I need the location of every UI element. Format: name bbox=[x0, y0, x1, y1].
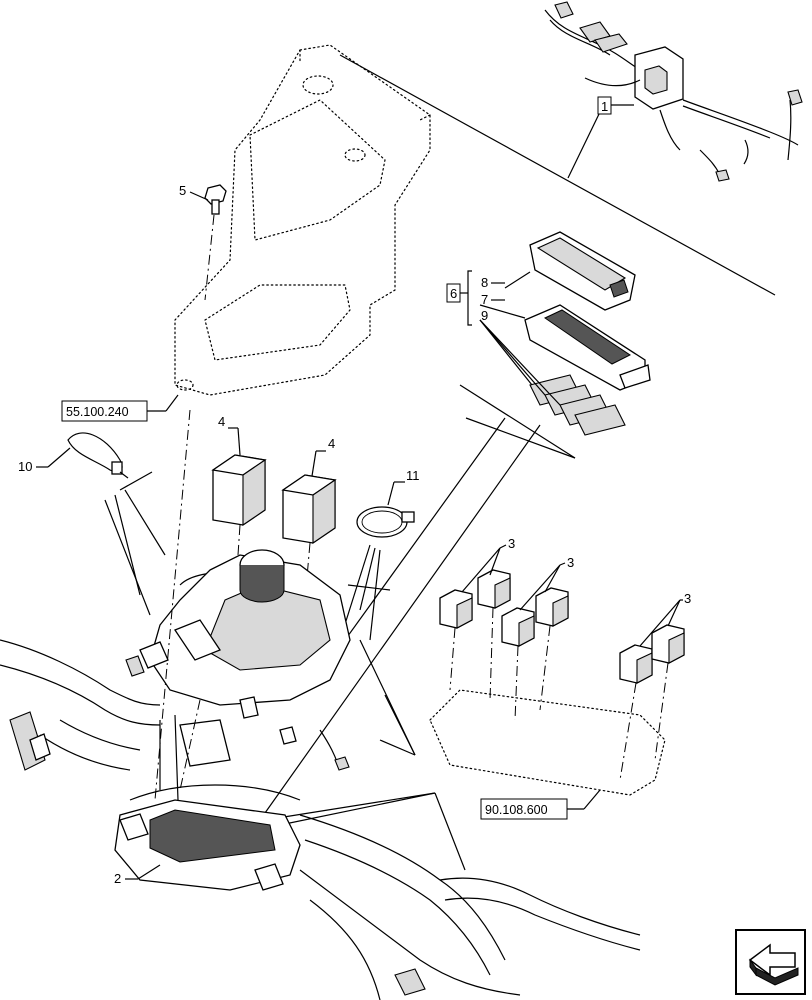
callout-5-text: 5 bbox=[179, 183, 186, 198]
callout-group-6: 6 8 7 9 bbox=[446, 270, 505, 326]
cable-tie-10 bbox=[67, 432, 129, 479]
fuse-box-cover bbox=[529, 231, 636, 311]
callout-3-left: 3 bbox=[499, 536, 515, 551]
cable-tie-11 bbox=[356, 506, 415, 538]
reference-upper-text: 55.100.240 bbox=[66, 405, 129, 419]
reference-lower-text: 90.108.600 bbox=[485, 803, 548, 817]
relay-large-2 bbox=[281, 474, 337, 545]
callout-7-text: 7 bbox=[481, 292, 488, 307]
callout-5: 5 bbox=[179, 183, 209, 201]
callout-3b-text: 3 bbox=[567, 555, 574, 570]
callout-1-text: 1 bbox=[601, 99, 608, 114]
callout-3-middle: 3 bbox=[559, 555, 574, 570]
callout-3a-text: 3 bbox=[508, 536, 515, 551]
terminal-strips bbox=[529, 374, 626, 436]
reference-box-upper: 55.100.240 bbox=[61, 394, 179, 422]
callout-9-text: 9 bbox=[481, 308, 488, 323]
callout-4a-text: 4 bbox=[218, 414, 225, 429]
callout-11-text: 11 bbox=[406, 468, 420, 483]
relay-large-1 bbox=[211, 454, 267, 527]
bolt-part bbox=[204, 184, 227, 215]
mini-relays bbox=[439, 569, 685, 684]
callout-1: 1 bbox=[597, 96, 634, 115]
main-harness-assembly bbox=[0, 549, 641, 1000]
fuse-box-base bbox=[524, 304, 651, 391]
callout-2: 2 bbox=[114, 864, 161, 886]
callout-4-left: 4 bbox=[218, 414, 241, 456]
reference-box-lower: 90.108.600 bbox=[480, 789, 601, 820]
callout-8-text: 8 bbox=[481, 275, 488, 290]
callout-10: 10 bbox=[18, 447, 71, 474]
callout-4b-text: 4 bbox=[328, 436, 335, 451]
callout-3-right: 3 bbox=[680, 591, 691, 606]
callout-4-right: 4 bbox=[311, 436, 335, 477]
callout-10-text: 10 bbox=[18, 459, 32, 474]
callout-2-text: 2 bbox=[114, 871, 121, 886]
mounting-bracket-outline bbox=[174, 44, 431, 396]
callout-3c-text: 3 bbox=[684, 591, 691, 606]
callout-11: 11 bbox=[387, 468, 420, 506]
navigation-arrow-icon[interactable] bbox=[735, 929, 806, 995]
callout-6-text: 6 bbox=[450, 286, 457, 301]
wire-harness-illustration bbox=[544, 1, 803, 182]
